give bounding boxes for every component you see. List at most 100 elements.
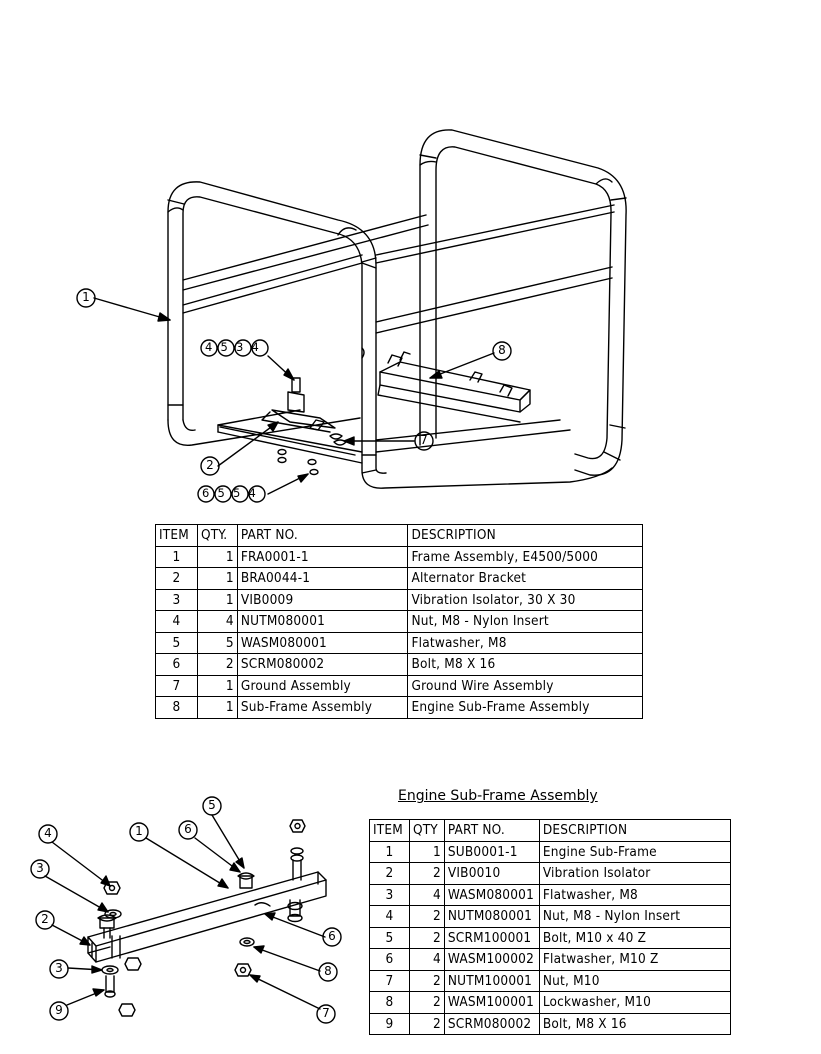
sub-callout-3b: 3: [55, 961, 63, 975]
cell-qty: 1: [196, 545, 238, 568]
cell-description: Vibration Isolator: [538, 862, 732, 885]
cell-description: Nut, M8 - Nylon Insert: [538, 905, 732, 928]
cell-description: Bolt, M10 x 40 Z: [538, 926, 732, 949]
sub-callout-9: 9: [55, 1003, 63, 1017]
cell-qty: 4: [408, 883, 445, 906]
cell-description: Bolt, M8 X 16: [407, 653, 643, 676]
cell-description: Alternator Bracket: [407, 567, 643, 590]
cell-item: 4: [155, 610, 198, 633]
cell-qty: 2: [408, 926, 445, 949]
cell-qty: 1: [196, 696, 238, 719]
cell-item: 2: [155, 567, 198, 590]
cell-item: 4: [369, 905, 410, 928]
cell-part-no: FRA0001-1: [236, 545, 409, 568]
cell-description: Lockwasher, M10: [538, 991, 732, 1014]
cell-qty: 5: [196, 631, 238, 654]
cell-description: Vibration Isolator, 30 X 30: [407, 588, 643, 611]
cell-qty: 2: [408, 862, 445, 885]
cell-item: 7: [155, 674, 198, 697]
header-qty: QTY: [408, 819, 445, 842]
cell-qty: 2: [408, 1012, 445, 1035]
cell-description: Flatwasher, M8: [407, 631, 643, 654]
header-part-no: PART NO.: [443, 819, 540, 842]
cell-description: Bolt, M8 X 16: [538, 1012, 732, 1035]
callout-ground-7: 7: [420, 433, 428, 447]
cell-description: Frame Assembly, E4500/5000: [407, 545, 643, 568]
header-item: ITEM: [369, 819, 410, 842]
cell-item: 3: [369, 883, 410, 906]
cell-qty: 1: [196, 674, 238, 697]
sub-callout-4: 4: [44, 826, 52, 840]
cell-part-no: WASM080001: [443, 883, 540, 906]
cell-description: Engine Sub-Frame Assembly: [407, 696, 643, 719]
table-header-row: ITEM QTY PART NO. DESCRIPTION: [369, 819, 732, 842]
cell-part-no: Sub-Frame Assembly: [236, 696, 409, 719]
cell-item: 1: [369, 840, 410, 863]
callout-subframe-8: 8: [498, 343, 506, 357]
sub-callout-7: 7: [322, 1006, 330, 1020]
sub-callout-1: 1: [135, 824, 143, 838]
cell-qty: 2: [408, 991, 445, 1014]
cell-qty: 4: [408, 948, 445, 971]
header-qty: QTY.: [196, 524, 238, 547]
cell-qty: 1: [196, 588, 238, 611]
cell-item: 5: [369, 926, 410, 949]
cell-part-no: SCRM080002: [443, 1012, 540, 1035]
header-item: ITEM: [155, 524, 198, 547]
cell-part-no: NUTM100001: [443, 969, 540, 992]
cell-part-no: WASM100001: [443, 991, 540, 1014]
cell-part-no: BRA0044-1: [236, 567, 409, 590]
cell-part-no: SUB0001-1: [443, 840, 540, 863]
header-part-no: PART NO.: [236, 524, 409, 547]
cell-item: 1: [155, 545, 198, 568]
cell-item: 8: [155, 696, 198, 719]
cell-part-no: NUTM080001: [443, 905, 540, 928]
cell-qty: 2: [196, 653, 238, 676]
sub-callout-5: 5: [208, 798, 216, 812]
header-description: DESCRIPTION: [407, 524, 643, 547]
cell-qty: 1: [408, 840, 445, 863]
cell-part-no: VIB0009: [236, 588, 409, 611]
sub-callout-6a: 6: [184, 822, 192, 836]
cell-qty: 1: [196, 567, 238, 590]
table-header-row: ITEM QTY. PART NO. DESCRIPTION: [155, 524, 643, 547]
callout-bracket-2: 2: [206, 458, 214, 472]
subframe-title: Engine Sub-Frame Assembly: [398, 788, 598, 804]
sub-callout-2: 2: [41, 912, 49, 926]
sub-callout-6b: 6: [328, 929, 336, 943]
cell-description: Engine Sub-Frame: [538, 840, 732, 863]
cell-item: 9: [369, 1012, 410, 1035]
cell-item: 6: [369, 948, 410, 971]
cell-item: 5: [155, 631, 198, 654]
cell-qty: 2: [408, 905, 445, 928]
cell-part-no: NUTM080001: [236, 610, 409, 633]
cell-item: 7: [369, 969, 410, 992]
sub-callout-8: 8: [324, 964, 332, 978]
cell-item: 3: [155, 588, 198, 611]
header-description: DESCRIPTION: [538, 819, 732, 842]
cell-part-no: SCRM080002: [236, 653, 409, 676]
cell-description: Flatwasher, M8: [538, 883, 732, 906]
cell-item: 2: [369, 862, 410, 885]
cell-qty: 2: [408, 969, 445, 992]
cell-item: 8: [369, 991, 410, 1014]
cell-part-no: SCRM100001: [443, 926, 540, 949]
sub-callout-3a: 3: [36, 861, 44, 875]
cell-description: Nut, M10: [538, 969, 732, 992]
cell-description: Nut, M8 - Nylon Insert: [407, 610, 643, 633]
